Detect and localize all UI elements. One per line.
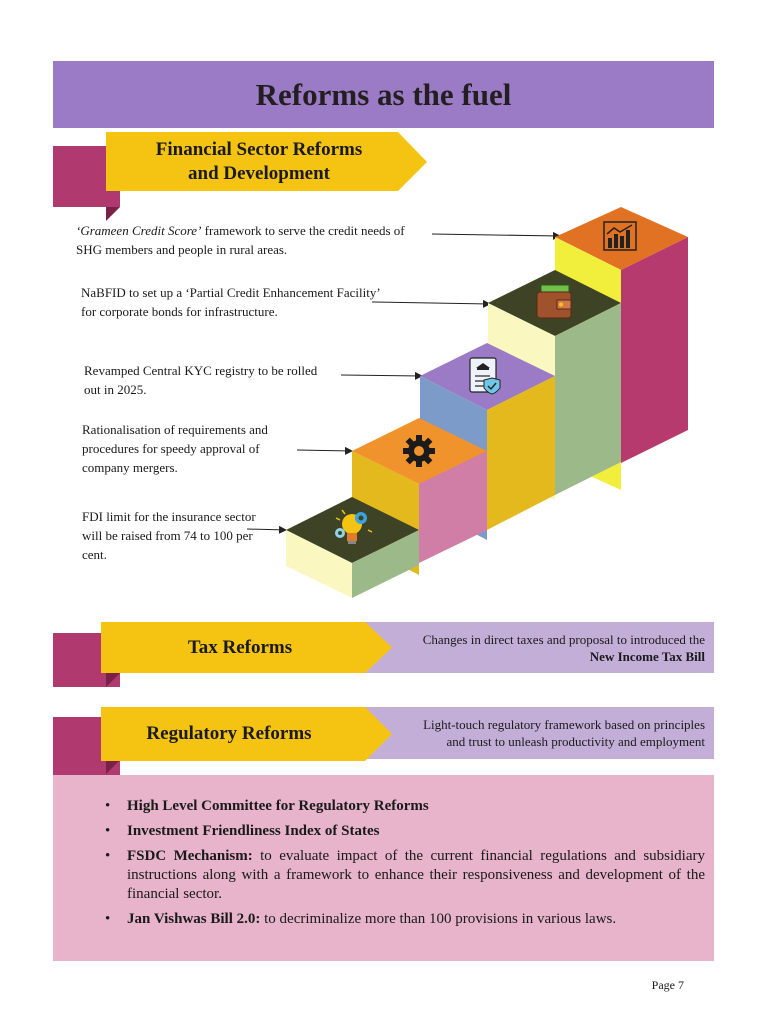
step-text-fdi: FDI limit for the insurance sector will … — [82, 507, 257, 564]
list-item: • Jan Vishwas Bill 2.0: to decriminalize … — [105, 910, 705, 929]
step-text-nabfid: NaBFID to set up a ‘Partial Credit Enhan… — [81, 283, 381, 321]
regulatory-reforms-arrow — [101, 707, 392, 761]
list-item: • FSDC Mechanism: to evaluate impact of t… — [105, 847, 705, 904]
step-desc: FDI limit for the insurance sector will … — [82, 509, 256, 562]
step-desc: Revamped Central KYC registry to be roll… — [84, 363, 318, 397]
financial-sector-heading: Financial Sector Reforms and Development — [106, 132, 412, 191]
heading-line: Financial Sector Reforms — [155, 138, 363, 160]
bullet-bold: Investment Friendliness Index of States — [127, 823, 380, 839]
step-text-mergers: Rationalisation of requirements and proc… — [82, 420, 307, 477]
regulatory-reforms-description: Light-touch regulatory framework based o… — [364, 707, 714, 759]
step-desc: framework to serve the credit needs of S… — [76, 223, 405, 257]
kyc-document-icon — [469, 357, 501, 395]
bar-chart-icon — [603, 221, 637, 251]
bullet-bold: High Level Committee for Regulatory Refo… — [127, 798, 429, 814]
tax-reforms-description: Changes in direct taxes and proposal to … — [364, 622, 714, 673]
page-title: Reforms as the fuel — [255, 76, 512, 112]
list-item: • High Level Committee for Regulatory Ref… — [105, 797, 705, 816]
regulatory-reforms-heading: Regulatory Reforms — [146, 723, 312, 744]
bullet-bold: FSDC Mechanism: — [127, 848, 253, 864]
desc-line: Changes in direct taxes and proposal to … — [422, 631, 705, 647]
wallet-money-icon — [536, 284, 572, 319]
bullet-text: to decriminalize more than 100 provision… — [260, 911, 617, 927]
step-desc: Rationalisation of requirements and proc… — [82, 422, 268, 475]
title-banner: Reforms as the fuel — [53, 61, 714, 128]
italic-term: ‘Grameen Credit Score’ — [76, 223, 202, 238]
tax-reforms-heading: Tax Reforms — [187, 636, 293, 658]
pointer-arrow — [296, 446, 353, 455]
ribbon-fold — [106, 673, 120, 687]
gear-icon — [403, 435, 435, 467]
desc-line: Light-touch regulatory framework based o… — [423, 717, 705, 732]
pointer-arrow — [340, 371, 423, 380]
step-text-grameen: ‘Grameen Credit Score’ framework to serv… — [76, 221, 421, 259]
bullet-text: to evaluate impact of the current financ… — [127, 848, 705, 902]
staircase-illustration — [246, 207, 688, 598]
step-desc: NaBFID to set up a ‘Partial Credit Enhan… — [81, 285, 380, 319]
regulatory-bullets-box: • High Level Committee for Regulatory Ref… — [53, 775, 714, 961]
ribbon-fold — [106, 207, 120, 221]
desc-line: and trust to unleash productivity and em… — [446, 734, 705, 749]
ribbon-fold — [106, 760, 120, 774]
bullet-list: • High Level Committee for Regulatory Ref… — [105, 797, 705, 929]
bullet-icon: • — [105, 823, 111, 839]
list-item: • Investment Friendliness Index of States — [105, 822, 705, 841]
pointer-arrow — [431, 231, 561, 240]
desc-line-bold: New Income Tax Bill — [589, 648, 705, 664]
pointer-arrow — [371, 299, 491, 308]
bullet-icon: • — [105, 798, 111, 814]
tax-reforms-arrow — [101, 622, 392, 673]
page-number: Page 7 — [651, 978, 684, 992]
step-text-kyc: Revamped Central KYC registry to be roll… — [84, 361, 324, 399]
bullet-icon: • — [105, 848, 111, 864]
bullet-bold: Jan Vishwas Bill 2.0: — [127, 911, 261, 927]
financial-sector-arrow — [106, 132, 427, 191]
heading-line: and Development — [188, 162, 330, 184]
pointer-arrow — [246, 525, 287, 534]
bullet-icon: • — [105, 911, 111, 927]
lightbulb-gears-icon — [335, 509, 373, 544]
